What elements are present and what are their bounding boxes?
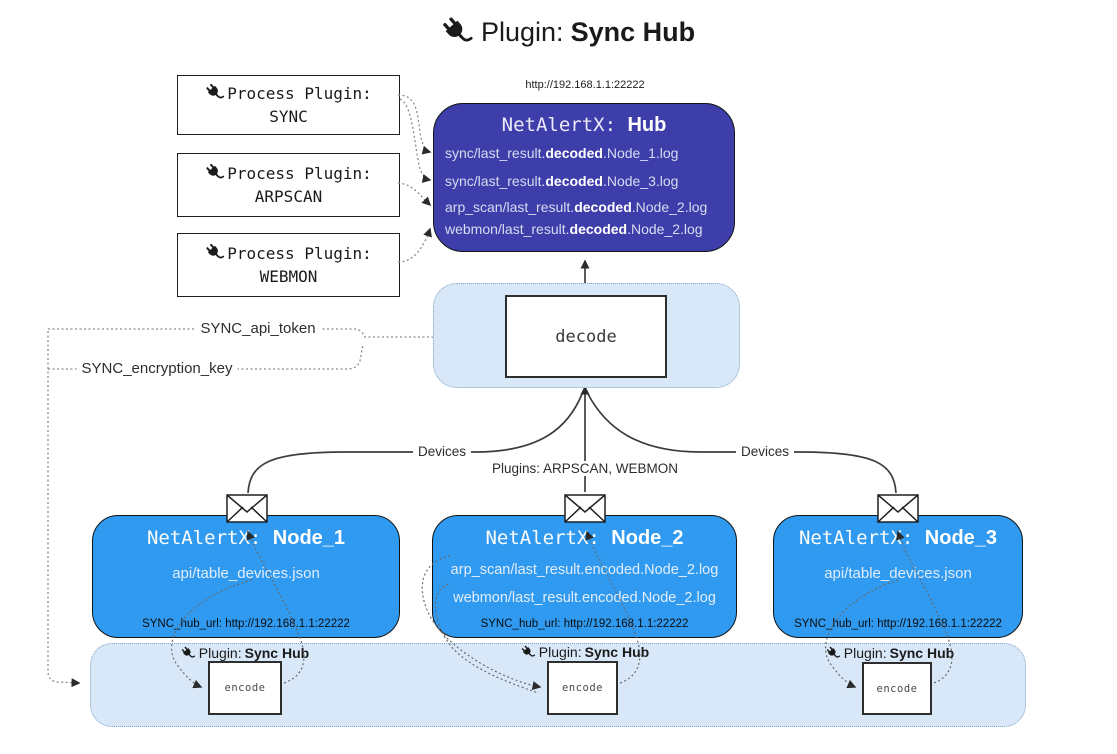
sync-api-token-label: SYNC_api_token: [195, 320, 321, 337]
node-line: arp_scan/last_result.encoded.Node_2.log: [450, 562, 719, 578]
edge-arpscan-to-hub: [397, 182, 432, 207]
devices-label-right: Devices: [735, 444, 795, 459]
plugin-sync-hub-label: Plugin: Sync Hub: [521, 644, 649, 660]
edge-webmon-to-hub: [397, 227, 432, 263]
plugin-sync-hub-label: Plugin: Sync Hub: [181, 645, 309, 661]
process-plugin-name: WEBMON: [259, 267, 318, 286]
plug-icon: [205, 243, 225, 263]
node-title: NetAlertX: Node_2: [485, 527, 684, 549]
hub-log-line: webmon/last_result.decoded.Node_2.log: [445, 221, 703, 237]
hub-log-line: sync/last_result.decoded.Node_1.log: [445, 145, 679, 161]
hub-log-line: sync/last_result.decoded.Node_3.log: [445, 173, 679, 189]
encode-label: encode: [224, 682, 266, 694]
process-plugin-name: SYNC: [269, 107, 308, 126]
node-2-box: NetAlertX: Node_2 arp_scan/last_result.e…: [432, 515, 737, 638]
node-footer: SYNC_hub_url: http://192.168.1.1:22222: [142, 618, 350, 630]
node-line: api/table_devices.json: [172, 565, 320, 582]
process-plugin-webmon: Process Plugin: WEBMON: [177, 233, 400, 297]
node-line: api/table_devices.json: [824, 565, 972, 582]
encode-box-3: encode: [862, 662, 932, 715]
plug-icon: [826, 646, 841, 661]
plug-icon: [181, 646, 196, 661]
node-footer: SYNC_hub_url: http://192.168.1.1:22222: [794, 618, 1002, 630]
plug-icon: [205, 83, 225, 103]
process-plugin-label: Process Plugin:: [227, 243, 372, 263]
plugins-label: Plugins: ARPSCAN, WEBMON: [486, 461, 684, 476]
edge-sync-to-hub-2: [399, 98, 432, 183]
process-plugin-arpscan: Process Plugin: ARPSCAN: [177, 153, 400, 217]
decode-label: decode: [555, 326, 617, 347]
plugin-sync-hub-label: Plugin: Sync Hub: [826, 645, 954, 661]
hub-log-line: arp_scan/last_result.decoded.Node_2.log: [445, 199, 708, 215]
edge-sync-to-hub-1: [397, 94, 432, 155]
page-title-bold: Sync Hub: [570, 17, 696, 47]
edge-keys-to-encode-strip: [47, 331, 81, 688]
process-plugin-label: Process Plugin:: [227, 83, 372, 103]
node-3-box: NetAlertX: Node_3 api/table_devices.json…: [773, 515, 1023, 638]
encode-box-2: encode: [547, 661, 618, 715]
encode-box-1: encode: [208, 661, 282, 715]
encode-label: encode: [876, 682, 918, 695]
process-plugin-name: ARPSCAN: [254, 187, 323, 206]
plug-icon: [441, 16, 474, 49]
encode-label: encode: [562, 682, 603, 694]
hub-title: NetAlertX: Hub: [434, 114, 734, 137]
hub-title-bold: Hub: [627, 114, 667, 136]
hub-url: http://192.168.1.1:22222: [525, 79, 645, 91]
process-plugin-label: Process Plugin:: [227, 163, 372, 183]
node-line: webmon/last_result.encoded.Node_2.log: [453, 590, 716, 606]
plug-icon: [205, 163, 225, 183]
devices-label-left: Devices: [412, 444, 472, 459]
plug-icon: [521, 645, 536, 660]
hub-title-prefix: NetAlertX:: [501, 114, 628, 136]
hub-box: NetAlertX: Hub sync/last_result.decoded.…: [433, 103, 735, 252]
sync-encryption-key-label: SYNC_encryption_key: [76, 360, 238, 377]
node-title: NetAlertX: Node_1: [146, 527, 346, 549]
node-footer: SYNC_hub_url: http://192.168.1.1:22222: [480, 618, 689, 630]
node-title: NetAlertX: Node_3: [798, 527, 998, 549]
node-1-box: NetAlertX: Node_1 api/table_devices.json…: [92, 515, 400, 638]
page-title: Plugin: Sync Hub: [441, 16, 695, 49]
page-title-prefix: Plugin:: [481, 17, 564, 47]
process-plugin-sync: Process Plugin: SYNC: [177, 75, 400, 135]
decode-box: decode: [505, 295, 667, 378]
